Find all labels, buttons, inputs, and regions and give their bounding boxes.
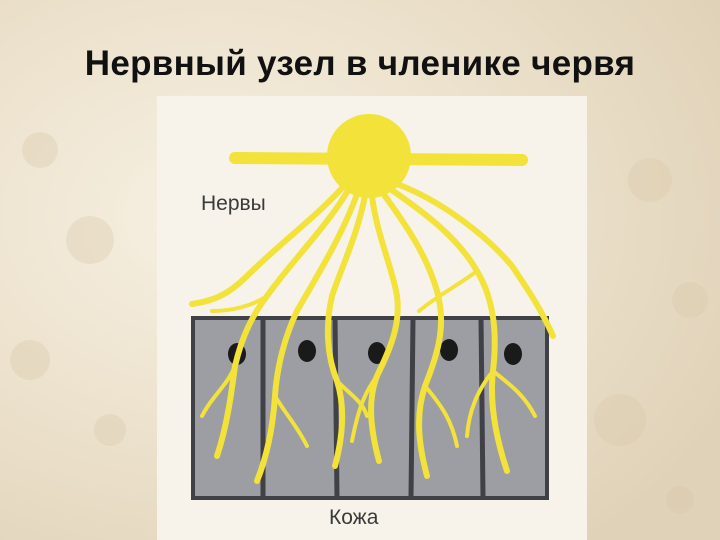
nerve-twig <box>350 374 379 443</box>
page-title: Нервный узел в членике червя <box>84 44 636 83</box>
nerve-branch <box>214 189 350 459</box>
nerve-twig <box>335 379 369 418</box>
cell-nucleus <box>504 343 522 365</box>
diagram-svg <box>189 114 556 500</box>
nerve-branch <box>368 193 401 464</box>
skin-label: Кожа <box>329 506 379 529</box>
nerve-branch <box>379 189 445 479</box>
cell-wall <box>408 317 416 499</box>
cell-nucleus <box>368 342 386 364</box>
nerve-twig <box>200 364 237 418</box>
nerve-twig <box>423 384 459 448</box>
nerves-label: Нервы <box>201 192 266 215</box>
cell-nucleus <box>440 339 458 361</box>
nerve-ganglion-diagram: Нервы Кожа <box>157 96 587 540</box>
ganglion-body <box>327 114 411 198</box>
nerve-branch <box>394 181 556 339</box>
nerve-branch <box>324 193 368 469</box>
nerve-twig <box>417 269 479 313</box>
cell-wall <box>332 317 340 499</box>
nerve-twig <box>465 369 495 438</box>
nerve-twig <box>210 294 269 313</box>
nerve-twig <box>491 369 537 418</box>
nerve-twig <box>273 394 309 448</box>
cell-nucleus <box>298 340 316 362</box>
nerve-branch <box>254 191 360 484</box>
nerve-fibers <box>189 114 556 484</box>
cell-wall <box>478 317 486 499</box>
nerve-branch <box>386 185 510 474</box>
nerve-branch <box>189 185 345 307</box>
